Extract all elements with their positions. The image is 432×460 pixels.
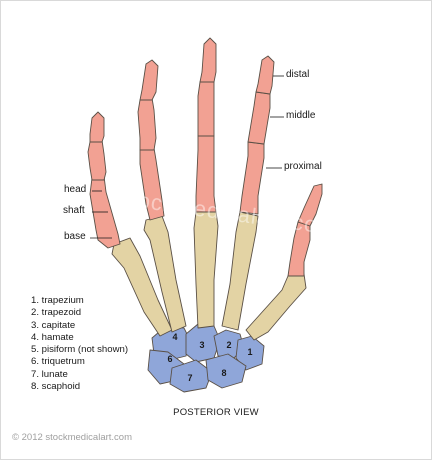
legend-item: 3. capitate — [31, 319, 76, 331]
legend-item: 2. trapezoid — [31, 307, 82, 319]
ring-proximal-phalanx — [139, 147, 165, 221]
legend-item: 1. trapezium — [31, 295, 84, 306]
view-caption: POSTERIOR VIEW — [173, 407, 259, 418]
carpal-bones — [147, 323, 265, 393]
carpal-scaphoid — [205, 353, 247, 389]
middle-middle-phalanx — [197, 81, 215, 137]
carpal-lunate — [169, 359, 213, 393]
bone-number-6: 6 — [167, 354, 172, 364]
legend-item: 4. hamate — [31, 331, 74, 343]
ring-middle-phalanx — [137, 97, 157, 151]
thumb-distal-phalanx — [297, 183, 323, 227]
little-distal-phalanx — [89, 111, 105, 143]
label-base: base — [64, 231, 86, 242]
thumb-proximal-phalanx — [287, 221, 311, 277]
label-shaft: shaft — [63, 205, 85, 216]
legend-item: 6. triquetrum — [31, 356, 85, 368]
metacarpal-4 — [143, 215, 187, 333]
metacarpal-1 — [245, 273, 307, 341]
index-distal-phalanx — [255, 55, 275, 95]
bone-number-2: 2 — [226, 340, 231, 350]
index-middle-phalanx — [247, 91, 271, 145]
label-distal: distal — [286, 69, 310, 80]
metacarpal-5 — [111, 237, 173, 337]
middle-proximal-phalanx — [195, 135, 217, 213]
legend-item: 7. lunate — [31, 368, 68, 380]
metacarpal-3 — [193, 211, 219, 329]
metacarpal-bones — [111, 211, 307, 341]
label-middle: middle — [286, 110, 316, 121]
legend-item: 5. pisiform (not shown) — [31, 344, 129, 356]
legend-item: 8. scaphoid — [31, 381, 81, 393]
bone-number-4: 4 — [172, 332, 177, 342]
phalanges — [87, 37, 323, 277]
bone-number-3: 3 — [199, 340, 204, 350]
copyright-notice: © 2012 stockmedicalart.com — [12, 432, 132, 443]
middle-distal-phalanx — [199, 37, 217, 83]
bone-number-8: 8 — [221, 368, 226, 378]
metacarpal-2 — [221, 211, 259, 331]
label-head: head — [64, 184, 87, 195]
index-proximal-phalanx — [239, 141, 265, 215]
little-middle-phalanx — [87, 139, 107, 181]
label-proximal: proximal — [284, 161, 322, 172]
ring-distal-phalanx — [139, 59, 159, 101]
bone-number-7: 7 — [187, 373, 192, 383]
carpal-legend: 1. trapezium 2. trapezoid 3. capitate 4.… — [31, 295, 128, 393]
leader-lines — [90, 75, 284, 239]
bone-number-1: 1 — [247, 347, 252, 357]
